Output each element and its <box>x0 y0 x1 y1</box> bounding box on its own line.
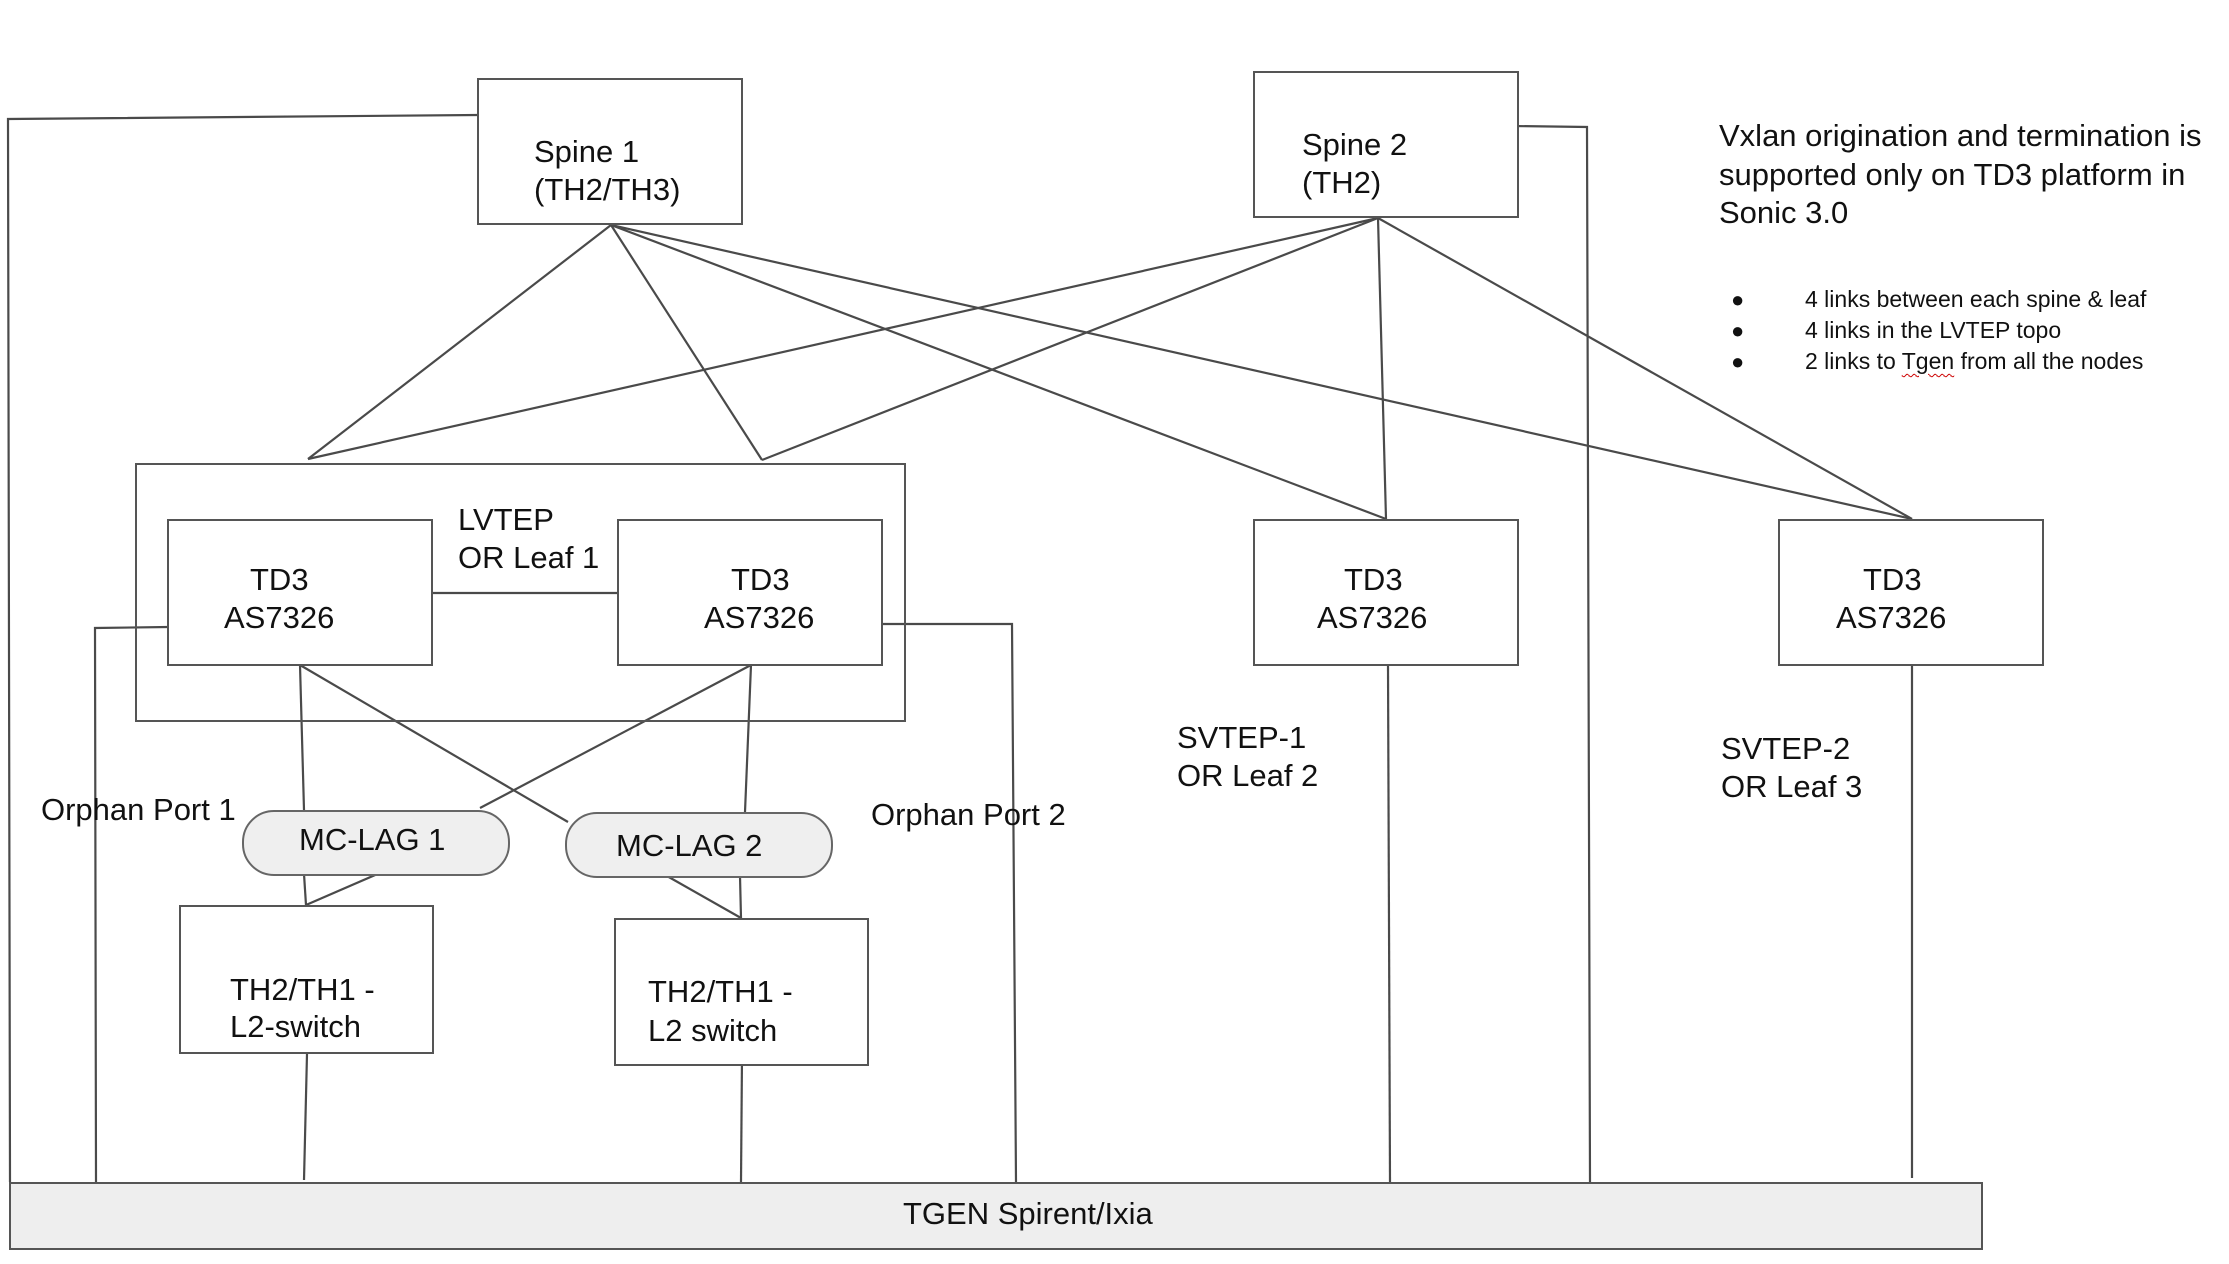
bullet-1-text: 4 links between each spine & leaf <box>1805 286 2147 312</box>
link-svtep1-tgen <box>1386 664 1392 1183</box>
mclag2-label: MC-LAG 2 <box>616 828 763 863</box>
svtep1-label: TD3 <box>1344 562 1403 597</box>
leaf1a-label: TD3 <box>250 562 309 597</box>
svtep2-role-sublabel: OR Leaf 3 <box>1721 769 1863 804</box>
link-spine2-tgen <box>1511 124 1592 1183</box>
svtep1-box <box>1253 519 1519 666</box>
note-line-3: Sonic 3.0 <box>1719 195 1849 230</box>
svtep2-model: AS7326 <box>1836 600 1947 635</box>
tgen-label: TGEN Spirent/Ixia <box>903 1196 1153 1231</box>
link-spine2-svtep2 <box>1377 217 1913 520</box>
svtep2-box <box>1778 519 2044 666</box>
link-leaf1a-mclag1 <box>298 664 306 811</box>
link-l2sw2-tgen <box>739 1055 744 1183</box>
svtep1-role-sublabel: OR Leaf 2 <box>1177 758 1319 793</box>
mclag2-pill <box>565 812 833 878</box>
lvtep-group <box>135 463 906 722</box>
link-leaf1a-mclag2 <box>299 664 569 823</box>
link-mclag2-l2sw2a <box>666 875 742 919</box>
l2switch2-label: TH2/TH1 - <box>648 974 793 1009</box>
link-orphan1-tgen <box>93 625 169 1183</box>
bullet-3-text: 2 links to Tgen from all the nodes <box>1805 346 2143 377</box>
leaf1a-model: AS7326 <box>224 600 335 635</box>
bullet-3-text-emph: Tgen <box>1901 348 1955 374</box>
link-spine2-svtep1 <box>1376 217 1388 520</box>
svtep1-model: AS7326 <box>1317 600 1428 635</box>
l2switch1-label: TH2/TH1 - <box>230 972 375 1007</box>
l2switch2-sublabel: L2 switch <box>648 1013 778 1048</box>
mclag1-label: MC-LAG 1 <box>299 822 446 857</box>
orphan-port-1-label: Orphan Port 1 <box>41 792 236 827</box>
l2switch1-sublabel: L2-switch <box>230 1009 361 1044</box>
bullet-2-icon: ● <box>1731 318 1745 343</box>
link-spine1-leaf1b <box>610 224 763 461</box>
orphan-port-2-label: Orphan Port 2 <box>871 797 1066 832</box>
lvtep-sublabel: OR Leaf 1 <box>458 540 600 575</box>
link-spine2-leaf1a <box>307 216 1379 461</box>
link-mclag2-l2sw2b <box>738 875 743 919</box>
spine2-label: Spine 2 <box>1302 127 1408 162</box>
link-leaf1b-mclag2 <box>743 664 753 813</box>
link-spine2-leaf1b <box>761 216 1379 462</box>
spine1-box <box>477 78 743 225</box>
note-line-1: Vxlan origination and termination is <box>1719 118 2202 153</box>
svtep2-label: TD3 <box>1863 562 1922 597</box>
spine1-sublabel: (TH2/TH3) <box>534 172 681 207</box>
link-mclag1-l2sw1b <box>305 870 383 907</box>
mclag1-pill <box>242 810 510 876</box>
note-line-2: supported only on TD3 platform in <box>1719 157 2186 192</box>
spine1-label: Spine 1 <box>534 134 640 169</box>
tgen-bar <box>9 1182 1983 1250</box>
leaf1b-label: TD3 <box>731 562 790 597</box>
bullet-3-icon: ● <box>1731 349 1745 374</box>
svtep1-role-label: SVTEP-1 <box>1177 720 1307 755</box>
bullet-2-text: 4 links in the LVTEP topo <box>1805 317 2062 343</box>
link-orphan2-tgen <box>882 622 1018 1183</box>
leaf1a-box <box>167 519 433 666</box>
l2switch1-box <box>179 905 434 1054</box>
bullet-3-text-pre: 2 links to <box>1805 348 1902 374</box>
link-spine1-svtep1 <box>610 223 1387 521</box>
link-spine1-tgen <box>6 113 479 1183</box>
lvtep-label: LVTEP <box>458 502 554 537</box>
leaf1b-box <box>617 519 883 666</box>
link-l2sw1-tgen <box>302 1053 309 1181</box>
link-mclag1-l2sw1a <box>302 873 308 906</box>
bullet-1-icon: ● <box>1731 287 1745 312</box>
spine2-box <box>1253 71 1519 218</box>
leaf1b-model: AS7326 <box>704 600 815 635</box>
link-spine1-svtep2 <box>610 223 1913 521</box>
link-spine1-leaf1a <box>307 224 612 460</box>
bullet-3-text-post: from all the nodes <box>1954 348 2144 374</box>
link-leaf1b-mclag1 <box>479 664 752 809</box>
spine2-sublabel: (TH2) <box>1302 165 1382 200</box>
svtep2-role-label: SVTEP-2 <box>1721 731 1851 766</box>
l2switch2-box <box>614 918 869 1066</box>
